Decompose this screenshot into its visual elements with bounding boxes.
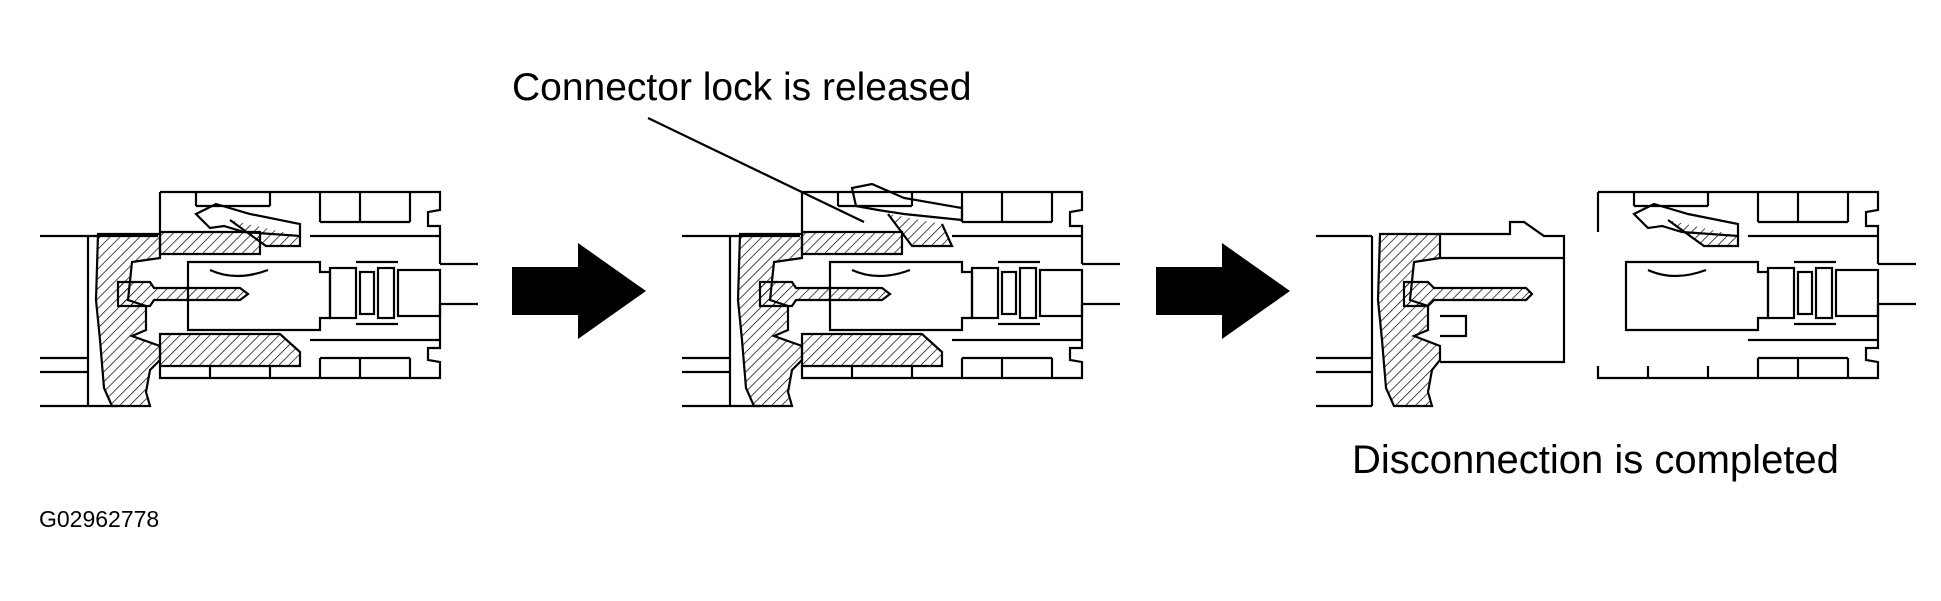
stage-2-lock-released (680, 182, 1122, 408)
harness-housing-1 (38, 230, 302, 408)
stage-1-connected (38, 190, 480, 408)
leader-line (647, 117, 865, 223)
disconnection-completed-label: Disconnection is completed (1352, 438, 1839, 482)
harness-housing-3 (1316, 220, 1566, 408)
harness-housing-2 (680, 230, 944, 408)
figure-code: G02962778 (39, 506, 160, 532)
arrow-right-icon (1156, 243, 1290, 339)
arrow-right-icon (512, 243, 646, 339)
stage-3-disconnected (1316, 190, 1918, 408)
connector-body-3 (1596, 190, 1918, 380)
connector-lock-released-label: Connector lock is released (512, 66, 972, 109)
